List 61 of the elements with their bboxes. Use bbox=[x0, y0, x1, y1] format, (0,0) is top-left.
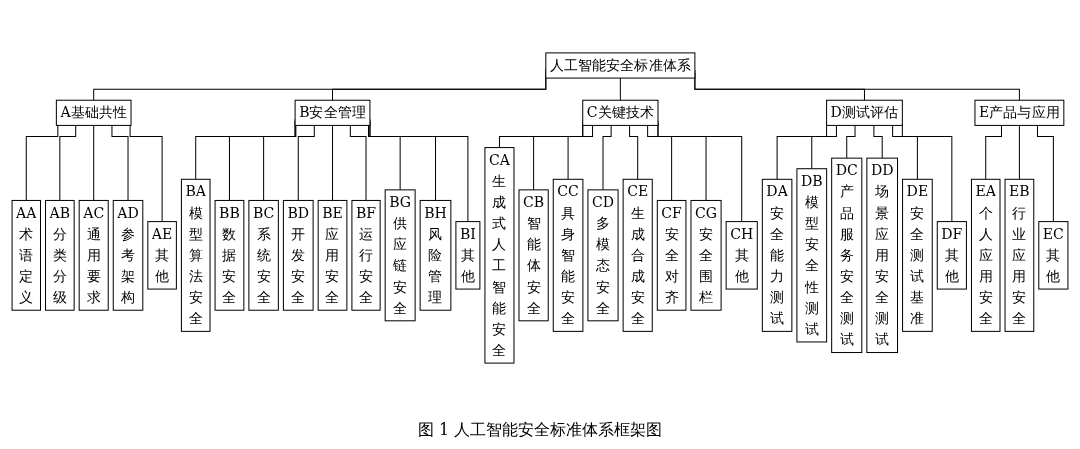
connector bbox=[25, 124, 59, 201]
node-box bbox=[317, 199, 348, 311]
node-box bbox=[690, 199, 722, 311]
node-box bbox=[826, 99, 903, 126]
node-box bbox=[11, 199, 41, 311]
connector bbox=[873, 124, 883, 159]
node-box bbox=[936, 221, 967, 290]
connector bbox=[1036, 124, 1054, 223]
node-box bbox=[725, 221, 758, 290]
node-box bbox=[214, 199, 245, 311]
connector bbox=[111, 124, 129, 201]
node-box bbox=[180, 178, 211, 332]
connector bbox=[619, 77, 621, 101]
node-box bbox=[55, 99, 132, 126]
connector bbox=[846, 124, 856, 159]
node-box bbox=[419, 199, 452, 311]
node-box bbox=[384, 189, 416, 322]
node-box bbox=[970, 178, 1001, 332]
connector bbox=[892, 124, 918, 180]
node-box bbox=[974, 99, 1065, 126]
node-box bbox=[582, 99, 659, 126]
node-box bbox=[622, 178, 653, 332]
node-box bbox=[455, 221, 481, 290]
node-box bbox=[545, 52, 696, 79]
node-box bbox=[656, 199, 687, 311]
standards-tree-diagram: 人工智能安全标准体系 A基础共性 AA术语定义 AB分类分级 AC通用要求 AD参考架构 AE其他 B安全管理 BA模型算法安全 BB数据安全 BC系统安全 BD开发安全 BE应用安全 BF运行安全 BG供应链安全 BH风险管理 BI其他 C关键技术 CA生成式人工智能安全 CB智能体安全 CC具身智能安全 CD多模态安全 CE生成合成安全 CF安全对齐 CG安全围栏 CH其他 D测试评估 DA安全能力测试 DB模型安全性测试 DC产品服务安全测试 DD场景应用安全测试 DE安全测试基准 DF其他 E产品与应用 EA个人应用安全 EB行业应用安全 EC其他 bbox=[4, 0, 1076, 416]
node-box bbox=[351, 199, 381, 311]
node-box bbox=[552, 178, 584, 332]
node-box bbox=[866, 157, 899, 354]
node-box bbox=[518, 189, 549, 322]
connector bbox=[59, 124, 77, 201]
connector bbox=[368, 124, 401, 191]
connector bbox=[647, 124, 673, 201]
connector bbox=[602, 124, 612, 191]
node-box bbox=[294, 99, 371, 126]
node-box bbox=[248, 199, 279, 311]
connector bbox=[349, 124, 367, 201]
connector bbox=[297, 124, 315, 201]
connector bbox=[93, 124, 95, 201]
node-box bbox=[484, 147, 515, 364]
node-box bbox=[112, 199, 144, 311]
connector bbox=[629, 124, 639, 180]
node-box bbox=[831, 157, 863, 354]
node-box bbox=[587, 189, 619, 322]
connector bbox=[567, 124, 594, 180]
node-box bbox=[78, 199, 109, 311]
connector bbox=[332, 124, 334, 201]
figure-caption: 图 1 人工智能安全标准体系框架图 bbox=[417, 419, 663, 441]
node-box bbox=[796, 168, 828, 343]
node-box bbox=[761, 178, 793, 332]
node-box bbox=[1004, 178, 1035, 332]
connector bbox=[1018, 124, 1020, 180]
connector bbox=[263, 124, 297, 201]
node-box bbox=[147, 221, 177, 290]
connector bbox=[129, 124, 163, 223]
node-box bbox=[282, 199, 314, 311]
node-box bbox=[902, 178, 933, 332]
node-box bbox=[45, 199, 75, 311]
connector bbox=[985, 124, 1002, 180]
node-box bbox=[1038, 221, 1069, 290]
connector bbox=[811, 124, 837, 170]
